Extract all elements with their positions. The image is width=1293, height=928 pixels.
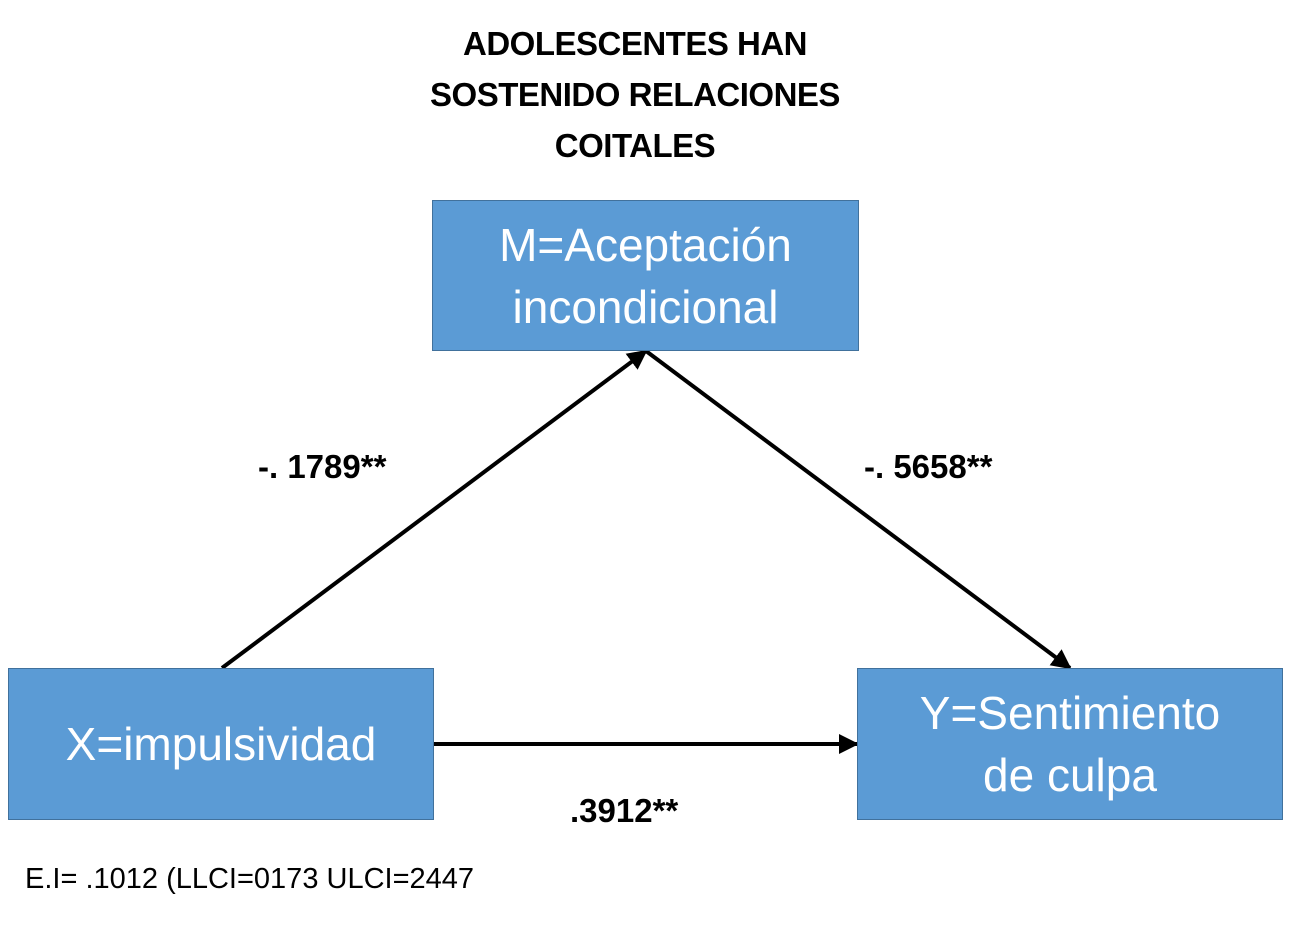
- arrow-x-to-m: [220, 349, 648, 670]
- mediator-box: M=Aceptación incondicional: [432, 200, 859, 351]
- mediator-label-line-1: M=Aceptación: [499, 218, 792, 271]
- title-line-3: COITALES: [554, 127, 716, 164]
- title-line-2: SOSTENIDO RELACIONES: [430, 76, 840, 113]
- coefficient-x-to-y: .3912**: [570, 792, 679, 829]
- confidence-interval-note: E.I= .1012 (LLCI=0173 ULCI=2447: [25, 863, 475, 895]
- predictor-label: X=impulsividad: [65, 718, 377, 770]
- outcome-label-line-2: de culpa: [983, 749, 1157, 801]
- outcome-box: Y=Sentimiento de culpa: [857, 668, 1283, 820]
- predictor-box: X=impulsividad: [8, 668, 434, 820]
- diagram-title: ADOLESCENTES HAN SOSTENIDO RELACIONES CO…: [385, 18, 885, 171]
- title-line-1: ADOLESCENTES HAN: [462, 25, 808, 62]
- coefficient-m-to-y: -. 5658**: [864, 448, 993, 485]
- coefficient-x-to-m: -. 1789**: [258, 448, 387, 485]
- arrow-m-to-y: [644, 349, 1072, 670]
- outcome-label-line-1: Y=Sentimiento: [919, 687, 1221, 739]
- mediator-label-line-2: incondicional: [512, 280, 779, 333]
